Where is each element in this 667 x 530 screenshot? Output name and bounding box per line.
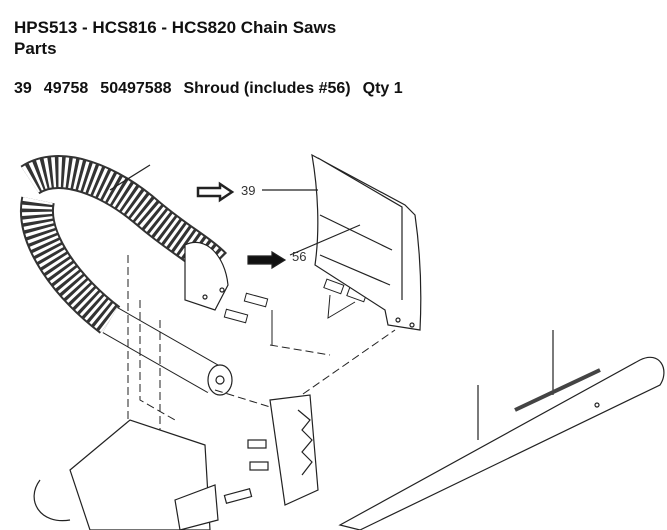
- page-title: HPS513 - HCS816 - HCS820 Chain Saws Part…: [14, 17, 336, 59]
- filled-arrow-icon: [247, 250, 287, 270]
- callout-56: 56: [292, 249, 306, 264]
- callout-39: 39: [241, 183, 255, 198]
- title-line-1: HPS513 - HCS816 - HCS820 Chain Saws: [14, 18, 337, 37]
- shroud-drawing: [289, 153, 422, 331]
- part-qty: Qty 1: [362, 80, 403, 97]
- title-line-2: Parts: [14, 39, 57, 58]
- part-number: 50497588: [100, 80, 172, 97]
- part-info: 39 49758 50497588 Shroud (includes #56) Qty …: [14, 80, 415, 98]
- outline-arrow-icon: [196, 181, 235, 203]
- screws: [223, 278, 368, 345]
- chain-bar-drawing: [338, 330, 665, 530]
- part-ref: 39: [14, 80, 32, 97]
- part-description: Shroud (includes #56): [183, 80, 351, 97]
- part-item-no: 49758: [43, 80, 89, 97]
- housing-drawing: [33, 394, 319, 530]
- elbow-cover: [184, 241, 229, 311]
